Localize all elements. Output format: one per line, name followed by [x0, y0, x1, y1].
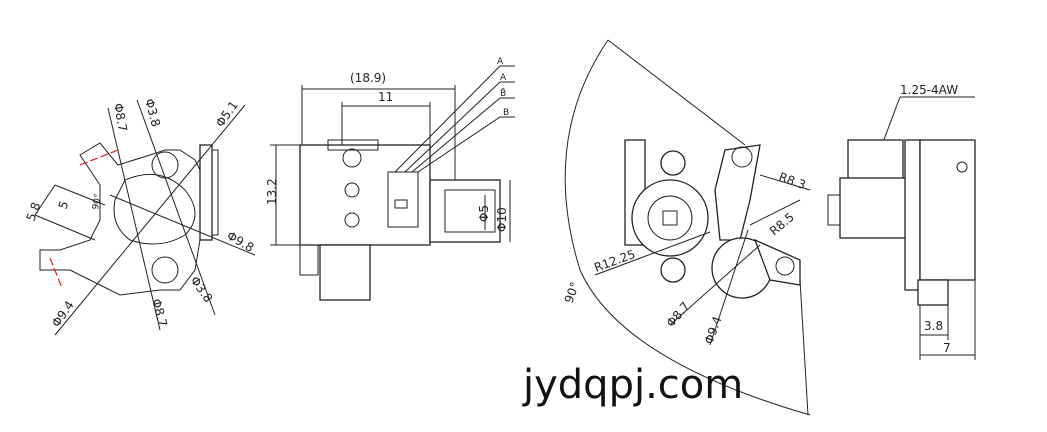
- front-view: (18.9) 11 13.2 A A B̄ B Φ5 Φ10: [265, 57, 515, 301]
- left-view: Φ8.7 Φ3.8 Φ5.1 5.8 5 90° Φ9.8 Φ9.4 Φ8.7 …: [24, 97, 257, 336]
- left-dim: Φ8.7: [149, 297, 170, 328]
- shaft-dia-dim: Φ5: [477, 205, 491, 222]
- boss-dia-dim: Φ10: [495, 207, 509, 232]
- overall-width-dim: (18.9): [350, 71, 386, 85]
- right-dim: 90°: [562, 280, 582, 305]
- pin-label: B̄: [500, 87, 506, 99]
- right-dim: Φ8.7: [664, 299, 693, 330]
- left-dim: 5: [56, 199, 72, 211]
- left-dim: Φ5.1: [213, 98, 241, 129]
- left-dim: Φ9.8: [225, 228, 257, 254]
- right-dim: Φ9.4: [702, 314, 725, 346]
- dim-3-8: 3.8: [924, 319, 943, 333]
- inner-width-dim: 11: [378, 90, 393, 104]
- pin-label: B: [503, 108, 509, 118]
- height-dim: 13.2: [265, 178, 279, 205]
- connector-label: 1.25-4AW: [900, 83, 958, 97]
- left-dim: Φ3.8: [188, 274, 216, 305]
- side-view: 1.25-4AW 3.8 7: [827, 83, 976, 360]
- right-view: R8.3 R8.5 R12.25 90° Φ8.7 Φ9.4: [562, 39, 811, 416]
- dim-7: 7: [943, 341, 951, 355]
- left-dim: 90°: [91, 193, 104, 210]
- pin-label: A: [497, 57, 504, 67]
- watermark: jydqpj.com: [523, 362, 744, 408]
- pin-label: A: [500, 73, 507, 83]
- right-dim: R12.25: [592, 247, 637, 275]
- left-dim: 5.8: [24, 200, 44, 223]
- right-dim: R8.3: [777, 170, 808, 193]
- left-dim: Φ8.7: [111, 102, 130, 133]
